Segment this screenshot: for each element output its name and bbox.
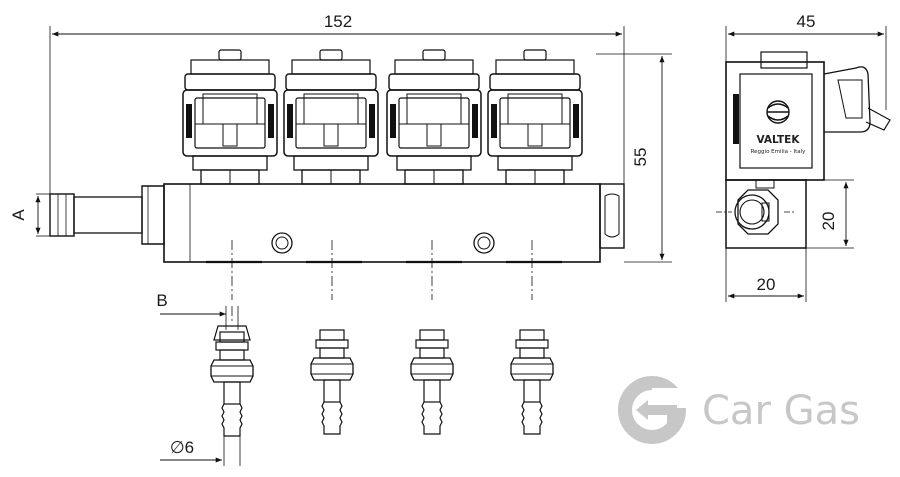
nozzle-2	[310, 329, 354, 435]
injector-4	[487, 49, 583, 185]
dimension-side-height: 20	[806, 179, 854, 249]
nozzle-3	[410, 329, 454, 435]
dimension-label-152: 152	[324, 12, 352, 31]
side-rail-section	[716, 179, 807, 249]
side-view: 45 VALTEK Reggio Emilia - Italy	[716, 12, 891, 302]
dimension-label-b: B	[156, 291, 167, 310]
brand-name: VALTEK	[757, 134, 801, 146]
dimension-label-45: 45	[797, 12, 816, 31]
front-view: 152 55 A	[9, 12, 672, 466]
inlet-pipe	[49, 185, 165, 245]
valtek-logo: VALTEK Reggio Emilia - Italy	[751, 100, 807, 155]
injector-3	[386, 49, 482, 185]
dimension-outlet-diameter: ∅6	[160, 436, 241, 466]
nozzle-row	[210, 325, 554, 437]
cargas-watermark: Car Gas	[618, 376, 860, 444]
dimension-label-55: 55	[631, 148, 650, 167]
cargas-logo-icon	[618, 376, 686, 444]
injector-row	[182, 49, 583, 185]
dimension-overall-length: 152	[49, 12, 625, 195]
dimension-side-base: 20	[725, 248, 807, 302]
dimension-label-diameter: ∅6	[170, 438, 194, 457]
dimension-height: 55	[596, 53, 672, 263]
dimension-label-side-20-horizontal: 20	[757, 275, 776, 294]
nozzle-1	[210, 325, 254, 437]
dimension-side-width: 45	[725, 12, 887, 110]
mount-hole-right	[473, 232, 495, 254]
dimension-thread: B	[156, 291, 239, 330]
rail-body	[163, 183, 625, 264]
injector-1	[182, 49, 278, 185]
brand-origin: Reggio Emilia - Italy	[751, 149, 807, 155]
mount-hole-left	[271, 232, 293, 254]
side-injector-body	[725, 51, 891, 181]
dimension-inlet: A	[9, 193, 50, 237]
injector-2	[283, 49, 379, 185]
cargas-logo-text: Car Gas	[702, 388, 860, 434]
dimension-label-side-20-vertical: 20	[819, 212, 838, 231]
dimension-label-a: A	[9, 209, 28, 221]
nozzle-4	[510, 329, 554, 435]
center-lines	[231, 240, 533, 322]
